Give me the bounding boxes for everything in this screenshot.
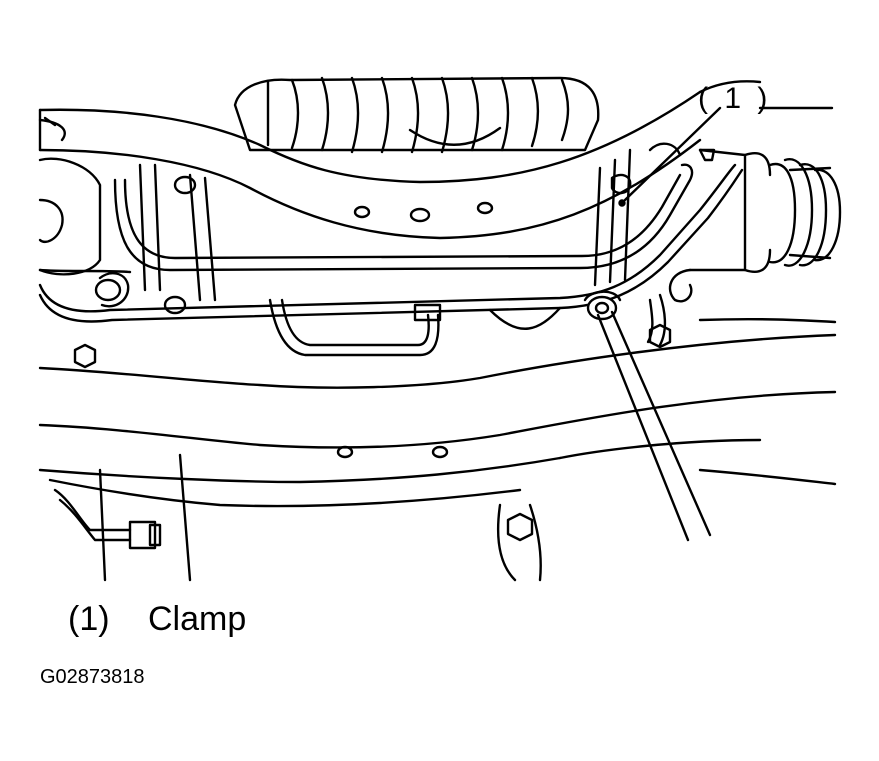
bolt-icon xyxy=(75,325,670,545)
figure-id: G02873818 xyxy=(40,666,145,688)
legend: (1) Clamp xyxy=(68,602,246,636)
steering-gear-box xyxy=(650,144,840,302)
legend-text: Clamp xyxy=(148,600,247,638)
left-mechanism xyxy=(40,118,195,313)
steering-gear-clamp-illustration xyxy=(0,0,879,590)
pointer-tool xyxy=(598,312,710,540)
lower-crossmember xyxy=(40,319,835,506)
clamp xyxy=(585,292,620,319)
callout-leader xyxy=(620,108,833,206)
upper-frame-beam xyxy=(40,81,760,238)
lower-bracket xyxy=(55,455,541,580)
hydraulic-lines xyxy=(40,165,742,355)
callout-label-1: ( 1 ) xyxy=(698,82,772,115)
legend-number: (1) xyxy=(68,600,110,638)
engine-pan xyxy=(235,78,598,152)
